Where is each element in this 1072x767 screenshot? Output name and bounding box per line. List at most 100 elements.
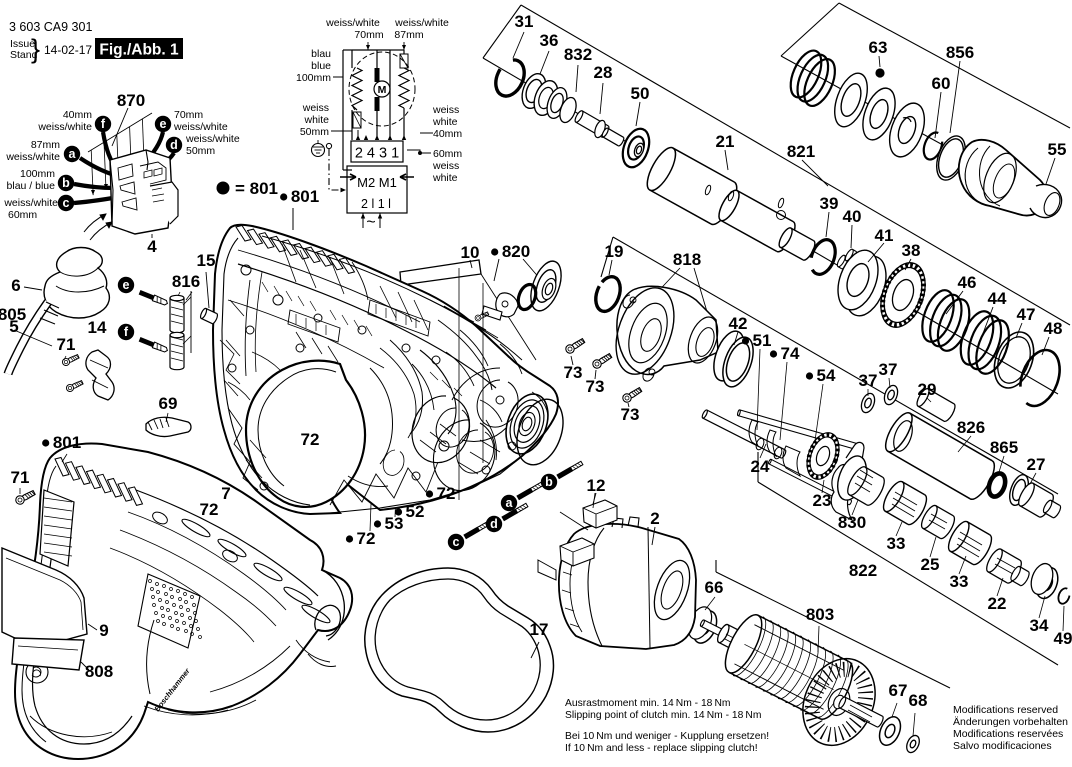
svg-text:808: 808 [85, 662, 113, 681]
svg-text:70mm: 70mm [174, 109, 203, 121]
svg-text:70mm: 70mm [354, 29, 383, 41]
svg-text:856: 856 [946, 43, 974, 62]
svg-text:52: 52 [406, 502, 425, 521]
svg-text:Stand: Stand [10, 49, 38, 61]
svg-text:40: 40 [843, 207, 862, 226]
svg-text:50mm: 50mm [300, 126, 329, 138]
svg-text:19: 19 [605, 242, 624, 261]
svg-text:100mm: 100mm [20, 168, 55, 180]
svg-text:37: 37 [879, 360, 898, 379]
svg-text:29: 29 [918, 380, 937, 399]
svg-text:a: a [69, 147, 77, 161]
svg-text:33: 33 [887, 534, 906, 553]
svg-text:816: 816 [172, 272, 200, 291]
svg-text:Modifications reservées: Modifications reservées [953, 728, 1063, 740]
svg-text:69: 69 [159, 394, 178, 413]
svg-text:72: 72 [357, 529, 376, 548]
svg-text:7: 7 [221, 484, 230, 503]
svg-text:72: 72 [200, 500, 219, 519]
svg-text:41: 41 [875, 226, 894, 245]
svg-text:10: 10 [461, 243, 480, 262]
svg-text:weiss/white: weiss/white [5, 151, 60, 163]
svg-text:34: 34 [1030, 616, 1049, 635]
svg-text:weiss/white: weiss/white [325, 17, 380, 29]
svg-text:803: 803 [806, 605, 834, 624]
svg-text:73: 73 [586, 377, 605, 396]
svg-text:49: 49 [1054, 629, 1072, 648]
svg-text:40mm: 40mm [433, 128, 462, 140]
svg-text:15: 15 [197, 251, 216, 270]
svg-text:865: 865 [990, 438, 1018, 457]
svg-text:60mm: 60mm [433, 148, 462, 160]
svg-text:b: b [62, 176, 70, 190]
svg-text:3 603 CA9 301: 3 603 CA9 301 [9, 20, 92, 34]
svg-text:832: 832 [564, 45, 592, 64]
svg-text:blau / blue: blau / blue [7, 180, 56, 192]
svg-text:60: 60 [932, 74, 951, 93]
svg-text:42: 42 [729, 314, 748, 333]
svg-text:M2 M1: M2 M1 [357, 175, 397, 190]
svg-text:21: 21 [716, 132, 735, 151]
svg-text:4: 4 [147, 237, 157, 256]
svg-text:weiss/white: weiss/white [394, 17, 449, 29]
svg-text:f: f [101, 117, 106, 131]
svg-text:33: 33 [950, 572, 969, 591]
svg-text:12: 12 [587, 476, 606, 495]
svg-text:818: 818 [673, 250, 701, 269]
svg-text:66: 66 [705, 578, 724, 597]
svg-text:23: 23 [813, 491, 832, 510]
svg-text:73: 73 [564, 363, 583, 382]
svg-text:801: 801 [53, 433, 81, 452]
svg-text:72: 72 [437, 484, 456, 503]
svg-text:M: M [378, 84, 387, 96]
svg-text:74: 74 [781, 344, 800, 363]
svg-text:48: 48 [1044, 319, 1063, 338]
svg-text:830: 830 [838, 513, 866, 532]
svg-text:50: 50 [631, 84, 650, 103]
svg-text:b: b [545, 475, 553, 489]
svg-text:c: c [63, 196, 70, 210]
svg-text:e: e [123, 278, 130, 292]
svg-text:870: 870 [117, 91, 145, 110]
svg-text:63: 63 [869, 38, 888, 57]
svg-text:c: c [453, 535, 460, 549]
svg-text:blue: blue [311, 60, 331, 72]
svg-text:d: d [490, 517, 498, 531]
svg-text:9: 9 [99, 621, 108, 640]
svg-text:weiss: weiss [432, 160, 459, 172]
svg-text:51: 51 [753, 331, 772, 350]
svg-text:44: 44 [988, 289, 1007, 308]
svg-text:27: 27 [1027, 455, 1046, 474]
svg-text:50mm: 50mm [186, 145, 215, 157]
svg-text:68: 68 [909, 691, 928, 710]
svg-text:weiss/white: weiss/white [173, 121, 228, 133]
svg-text:Änderungen vorbehalten: Änderungen vorbehalten [953, 716, 1068, 728]
svg-text:100mm: 100mm [296, 72, 331, 84]
svg-text:801: 801 [291, 187, 319, 206]
svg-text:weiss/white: weiss/white [3, 197, 58, 209]
svg-text:22: 22 [988, 594, 1007, 613]
svg-text:24: 24 [751, 457, 770, 476]
svg-text:67: 67 [889, 681, 908, 700]
svg-text:38: 38 [902, 241, 921, 260]
svg-text:}: } [31, 34, 40, 64]
svg-text:55: 55 [1048, 140, 1067, 159]
svg-text:blau: blau [311, 48, 331, 60]
svg-text:2: 2 [650, 509, 659, 528]
svg-text:73: 73 [621, 405, 640, 424]
svg-text:Salvo modificaciones: Salvo modificaciones [953, 740, 1052, 752]
svg-text:6: 6 [11, 276, 20, 295]
svg-text:weiss/white: weiss/white [185, 133, 240, 145]
svg-text:805: 805 [0, 305, 26, 324]
svg-text:14: 14 [88, 318, 107, 337]
svg-text:Ausrastmoment min. 14 Nm - 18: Ausrastmoment min. 14 Nm - 18 Nm [565, 698, 730, 709]
svg-text:white: white [303, 114, 329, 126]
svg-text:87mm: 87mm [31, 139, 60, 151]
svg-text:821: 821 [787, 142, 815, 161]
svg-text:60mm: 60mm [8, 209, 37, 221]
svg-text:820: 820 [502, 242, 530, 261]
svg-text:25: 25 [921, 555, 940, 574]
svg-text:54: 54 [817, 366, 836, 385]
svg-text:72: 72 [301, 430, 320, 449]
svg-text:Issue: Issue [10, 38, 35, 50]
